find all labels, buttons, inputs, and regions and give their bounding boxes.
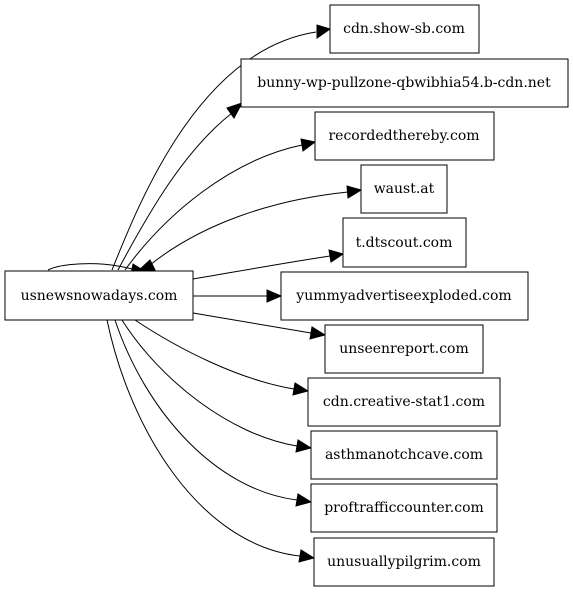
node-label: proftrafficcounter.com bbox=[324, 500, 484, 516]
edge-bunny-wp bbox=[117, 112, 233, 271]
node-bunny-wp[interactable]: bunny-wp-pullzone-qbwibhia54.b-cdn.net bbox=[240, 58, 569, 108]
node-dtscout[interactable]: t.dtscout.com bbox=[342, 217, 467, 268]
edge-unusuallypilgrim bbox=[106, 319, 301, 557]
edge-waust bbox=[149, 191, 349, 266]
arrow-unseenreport bbox=[309, 326, 327, 340]
arrow-asthmanotchcave bbox=[295, 439, 313, 453]
edge-cdn-show-sb bbox=[111, 31, 317, 271]
node-cdn-show-sb[interactable]: cdn.show-sb.com bbox=[329, 4, 480, 54]
arrow-dtscout bbox=[328, 249, 345, 263]
node-unseenreport[interactable]: unseenreport.com bbox=[324, 324, 484, 374]
node-label: cdn.creative-stat1.com bbox=[323, 394, 485, 410]
node-label: cdn.show-sb.com bbox=[343, 21, 465, 37]
source-node-label: usnewsnowadays.com bbox=[21, 288, 178, 304]
node-proftrafficcounter[interactable]: proftrafficcounter.com bbox=[310, 483, 498, 533]
nodes: usnewsnowadays.com cdn.show-sb.com bunny… bbox=[4, 4, 569, 587]
arrow-waust-back bbox=[135, 259, 156, 273]
node-label: waust.at bbox=[374, 181, 435, 197]
node-label: unseenreport.com bbox=[339, 341, 469, 357]
node-creative-stat1[interactable]: cdn.creative-stat1.com bbox=[307, 377, 501, 427]
node-recordedthereby[interactable]: recordedthereby.com bbox=[314, 111, 495, 161]
arrow-creative-stat1 bbox=[292, 382, 310, 396]
edges bbox=[47, 24, 363, 563]
edge-proftrafficcounter bbox=[114, 319, 298, 501]
arrow-recordedthereby bbox=[300, 138, 317, 152]
edge-dtscout bbox=[192, 255, 331, 280]
edge-asthmanotchcave bbox=[121, 319, 298, 447]
node-label: unusuallypilgrim.com bbox=[327, 554, 481, 570]
node-asthmanotchcave[interactable]: asthmanotchcave.com bbox=[310, 430, 498, 480]
edge-unseenreport bbox=[192, 312, 312, 334]
node-label: t.dtscout.com bbox=[356, 235, 453, 251]
arrow-cdn-show-sb bbox=[316, 24, 332, 39]
arrow-waust bbox=[346, 185, 363, 199]
node-label: asthmanotchcave.com bbox=[325, 447, 483, 463]
arrow-yummyadvertise bbox=[266, 289, 283, 303]
edge-creative-stat1 bbox=[134, 319, 295, 390]
arrow-proftrafficcounter bbox=[295, 493, 313, 507]
node-unusuallypilgrim[interactable]: unusuallypilgrim.com bbox=[313, 537, 495, 587]
node-yummyadvertise[interactable]: yummyadvertiseexploded.com bbox=[280, 271, 529, 321]
node-waust[interactable]: waust.at bbox=[360, 164, 448, 214]
node-label: recordedthereby.com bbox=[328, 128, 479, 144]
arrow-bunny-wp bbox=[226, 102, 244, 119]
edge-recordedthereby bbox=[124, 144, 303, 271]
node-label: yummyadvertiseexploded.com bbox=[295, 288, 511, 304]
node-label: bunny-wp-pullzone-qbwibhia54.b-cdn.net bbox=[257, 75, 551, 91]
arrow-unusuallypilgrim bbox=[298, 549, 316, 563]
source-node[interactable]: usnewsnowadays.com bbox=[4, 270, 194, 321]
edge-self-loop bbox=[47, 263, 133, 271]
